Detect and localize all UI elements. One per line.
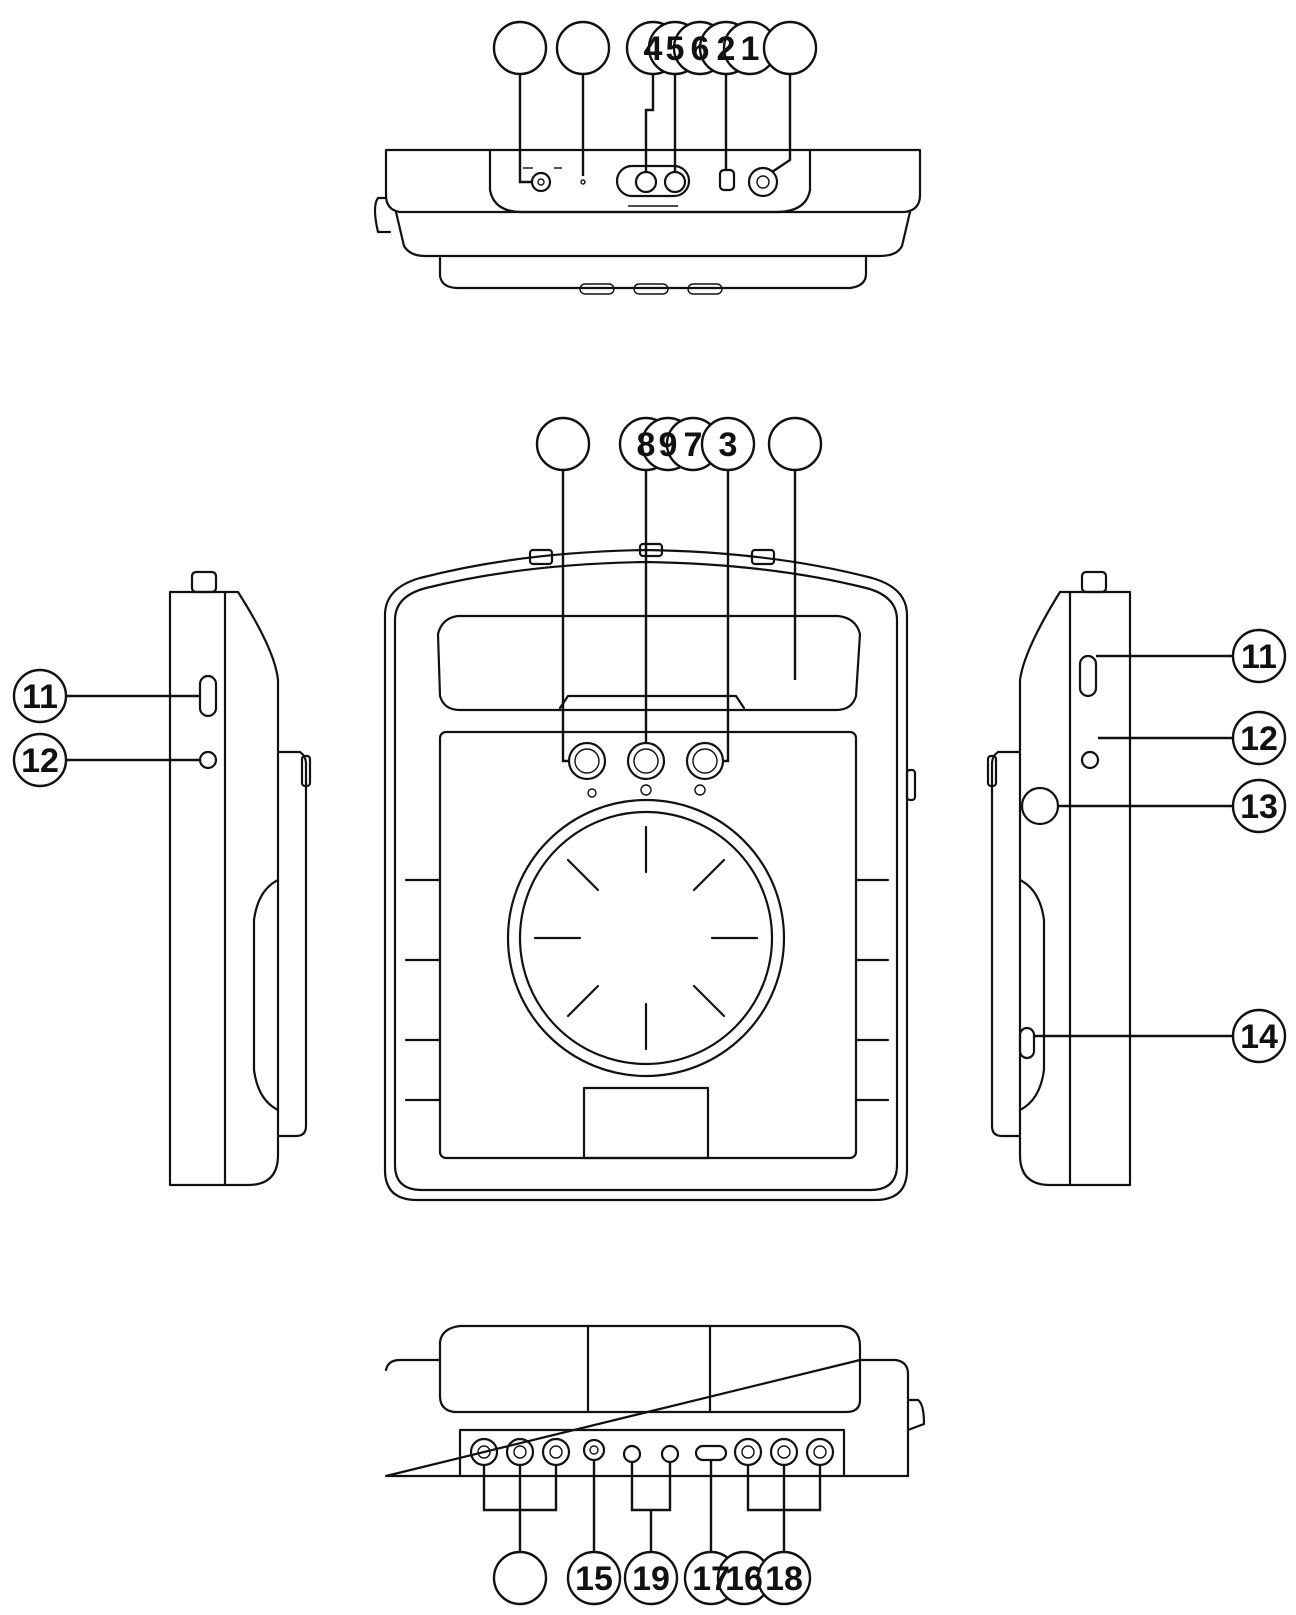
- callout-bubble: [555, 20, 611, 76]
- callout-bubble: [1231, 1008, 1287, 1064]
- callout-number: 3: [719, 426, 738, 464]
- callout-bubble: [492, 1550, 548, 1606]
- callout-number: 15: [575, 1560, 613, 1598]
- right-leader-lines: [1034, 654, 1236, 1038]
- callout-bubble: [566, 1550, 622, 1606]
- callout-bubble: [12, 732, 68, 788]
- callout-bubble: [12, 668, 68, 724]
- callout-bubble: [492, 20, 548, 76]
- front-leader-lines: [561, 470, 797, 763]
- callout-bubble: [700, 416, 756, 472]
- callout-number: 19: [632, 1560, 670, 1598]
- top-leader-lines: [518, 74, 792, 184]
- callout-number: 4: [644, 30, 663, 68]
- callout-number: 17: [692, 1560, 730, 1598]
- callout-number: 1: [741, 30, 760, 68]
- callout-number: 14: [1240, 1018, 1278, 1056]
- callout-number: 5: [666, 30, 685, 68]
- callout-number: 11: [1241, 638, 1277, 676]
- callout-bubble: [535, 416, 591, 472]
- callout-bubble: [1231, 710, 1287, 766]
- callout-bubble: [1231, 628, 1287, 684]
- bottom-leader-lines: [482, 1460, 822, 1552]
- callout-number: 6: [691, 30, 710, 68]
- callout-bubble: [762, 20, 818, 76]
- left-side-view: [168, 570, 312, 1187]
- callout-number: 8: [637, 426, 656, 464]
- top-view: [373, 148, 922, 295]
- left-side-callouts: 11 12: [12, 668, 68, 788]
- callout-bubble: [756, 1550, 812, 1606]
- callout-number: 18: [765, 1560, 803, 1598]
- right-side-view: [986, 570, 1132, 1187]
- callout-bubble: [623, 1550, 679, 1606]
- callout-number: 12: [1240, 720, 1278, 758]
- callout-number: 16: [725, 1560, 763, 1598]
- callout-number: 2: [717, 30, 736, 68]
- callout-number: 12: [21, 742, 59, 780]
- callout-number: 7: [684, 426, 703, 464]
- callout-number: 9: [659, 426, 678, 464]
- callout-number: 13: [1240, 788, 1278, 826]
- bottom-view: [384, 1324, 926, 1478]
- callout-number: 11: [22, 678, 58, 716]
- callout-bubble: [1231, 778, 1287, 834]
- right-side-callouts: 11 12 13 14: [1231, 628, 1287, 1064]
- callout-bubble: [767, 416, 823, 472]
- left-leader-lines: [63, 694, 200, 762]
- front-view: [383, 542, 917, 1202]
